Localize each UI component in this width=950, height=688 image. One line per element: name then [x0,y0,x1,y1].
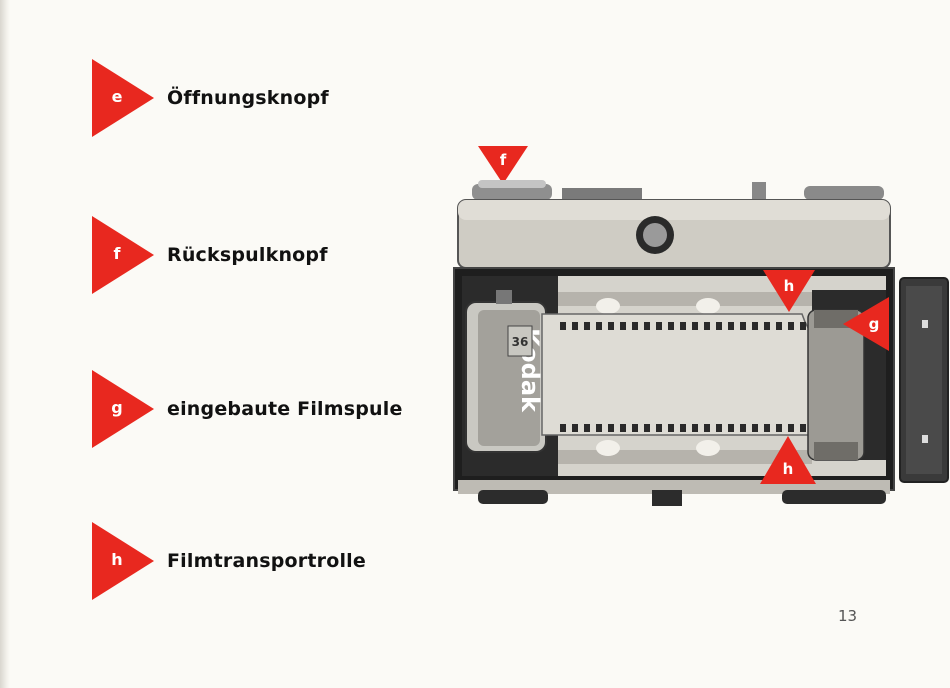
advance-knob [804,186,884,200]
film-perforation [764,322,770,330]
film-perforation [788,322,794,330]
film-perforation [728,424,734,432]
film-perforation [620,424,626,432]
film-perforation [608,424,614,432]
page-spine [0,0,10,688]
callout-h-bottom: h [760,436,816,486]
callout-triangle-icon [843,297,889,351]
film-perforation [668,424,674,432]
film-perforation [632,322,638,330]
film-perforation [740,322,746,330]
legend-label: Rückspulknopf [167,244,328,266]
film-perforation [800,322,806,330]
legend-letter: f [107,244,127,263]
film-perforation [572,424,578,432]
film-perforation [668,322,674,330]
bottom-knob-right [782,490,886,504]
film-perforation [584,322,590,330]
film-perforation [692,322,698,330]
film-perforation [608,322,614,330]
callout-g: g [843,297,889,351]
film-perforation [644,322,650,330]
film-perforation [692,424,698,432]
legend-label: Filmtransportrolle [167,550,366,572]
bottom-knob-left [478,490,548,504]
film-perforation [788,424,794,432]
film-perforation [752,322,758,330]
legend-letter: g [107,398,127,417]
callout-letter: g [869,315,880,333]
film-perforation [740,424,746,432]
film-perforation [620,322,626,330]
legend-item-h: h Filmtransportrolle [92,522,412,602]
page-number: 13 [838,607,857,625]
film-perforation [728,322,734,330]
accessory-shoe [562,188,642,200]
legend-item-g: g eingebaute Filmspule [92,370,412,450]
film-perforation [584,424,590,432]
film-perforation [716,424,722,432]
film-perforation [596,322,602,330]
film-perforation [656,322,662,330]
film-perforation [560,424,566,432]
film-perforation [644,424,650,432]
cartridge-count: 36 [512,335,529,349]
shutter-release [752,182,766,200]
film-perforation [680,424,686,432]
film-perforation [752,424,758,432]
film-perforation [776,322,782,330]
film-strip [542,314,842,435]
film-perforation [680,322,686,330]
legend-item-f: f Rückspulknopf [92,216,412,296]
callout-letter: f [500,151,507,169]
film-perforation [764,424,770,432]
legend-letter: h [107,550,127,569]
film-perforation [596,424,602,432]
film-perforation [716,322,722,330]
callout-letter: h [783,460,794,478]
film-perforation [776,424,782,432]
legend-letter: e [107,87,127,106]
film-perforation [704,322,710,330]
film-perforation [560,322,566,330]
legend-label: Öffnungsknopf [167,87,329,109]
callout-h-top: h [763,270,815,314]
film-perforation [800,424,806,432]
film-perforation [632,424,638,432]
callout-letter: h [784,277,795,295]
legend-label: eingebaute Filmspule [167,398,403,420]
film-perforation [572,322,578,330]
film-perforation [704,424,710,432]
film-perforation [656,424,662,432]
legend-item-e: e Öffnungsknopf [92,59,412,139]
